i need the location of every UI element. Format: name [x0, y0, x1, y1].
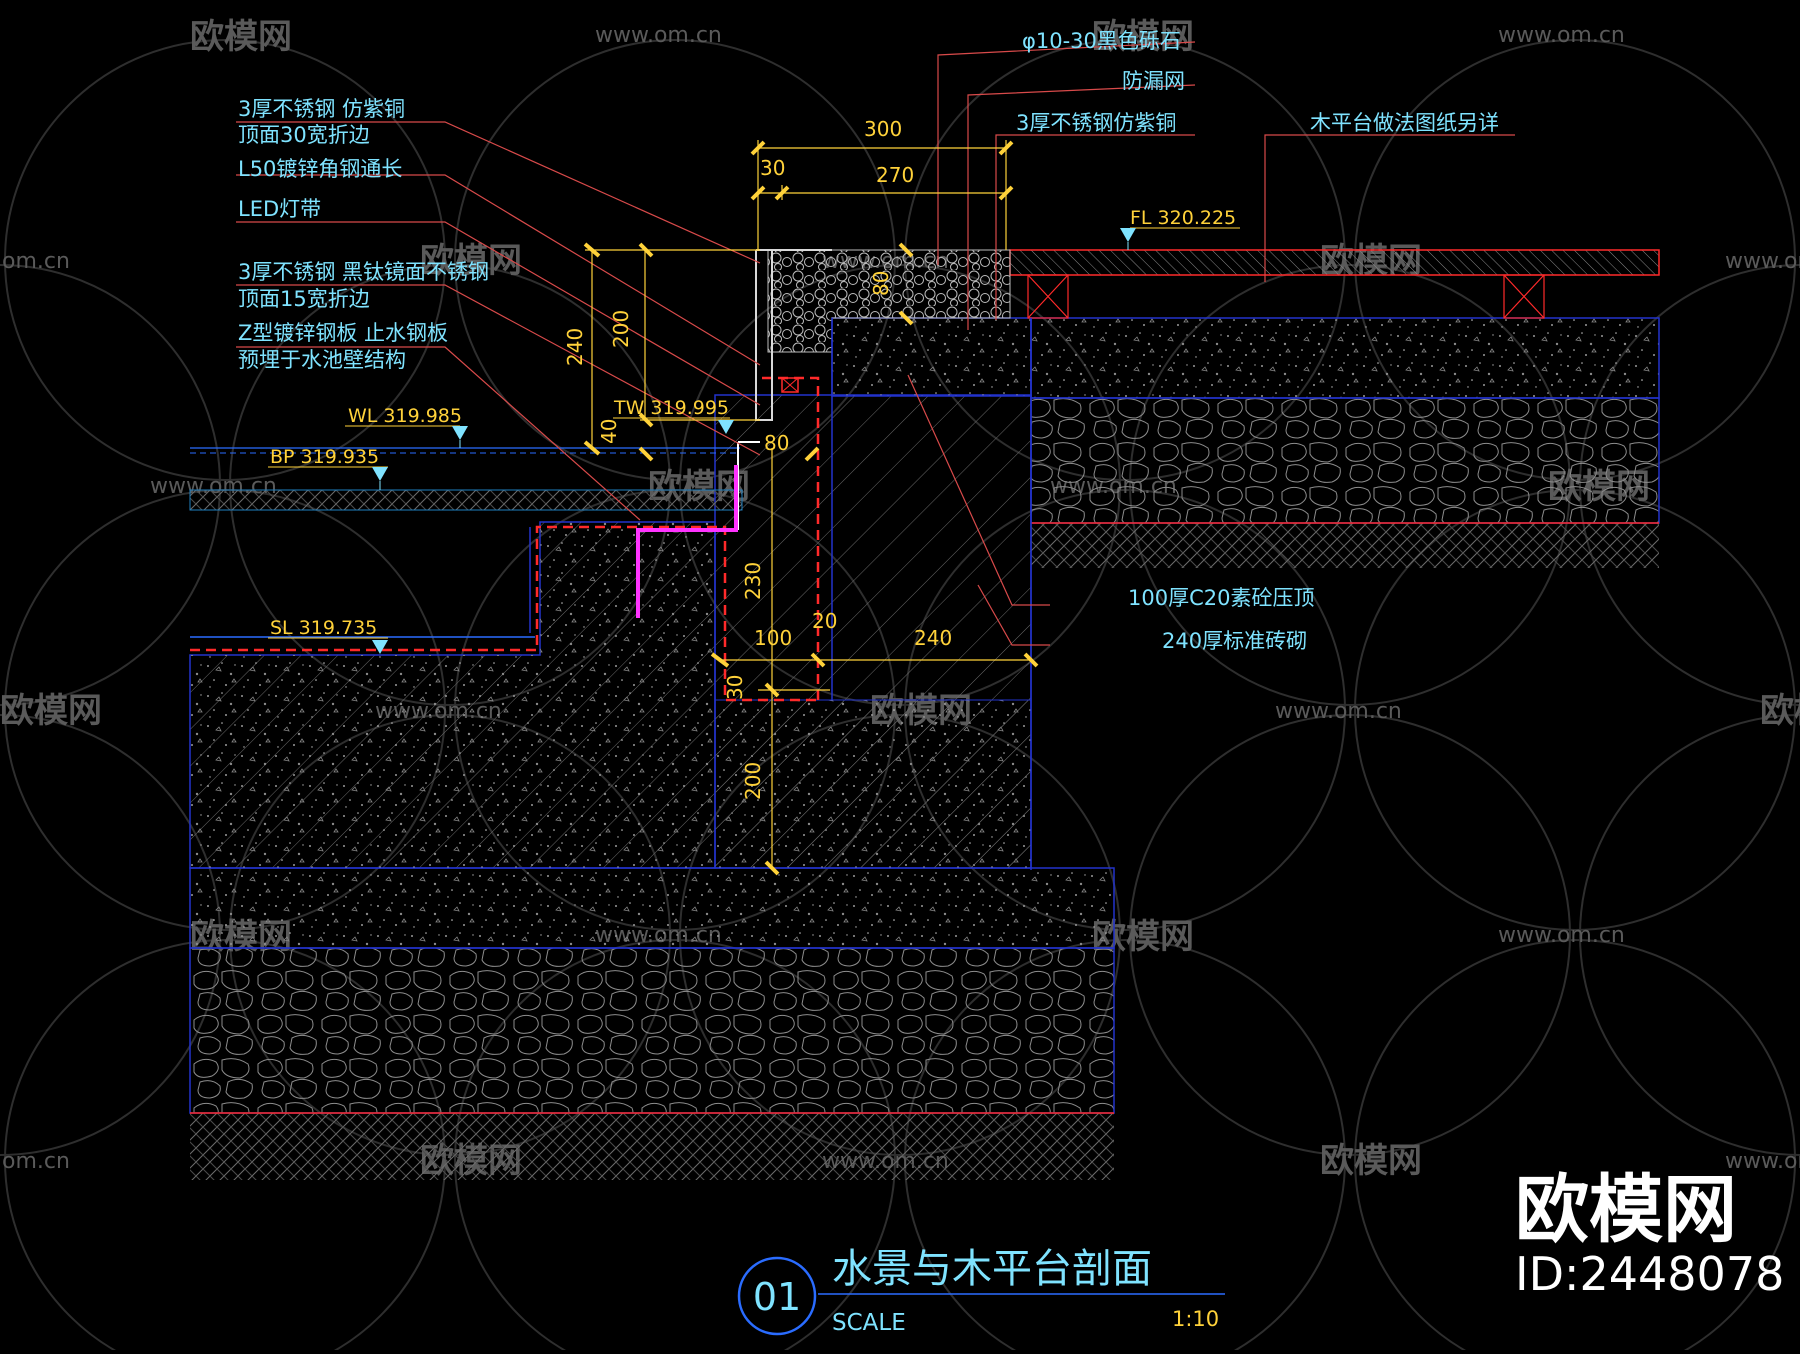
- watermark-brand: 欧模网: [420, 241, 522, 281]
- watermark-url: www.om.cn: [1725, 1149, 1800, 1174]
- leader-lines: [236, 41, 1515, 646]
- level-fl: FL 320.225: [1120, 207, 1240, 250]
- foundation-slab: [189, 867, 1115, 949]
- note-copper-fold: 顶面30宽折边: [238, 123, 370, 147]
- title-block: 01 水景与木平台剖面 SCALE 1:10: [737, 1246, 1225, 1336]
- deck-joists: [1027, 274, 1545, 319]
- watermark-url: om.cn: [2, 1149, 70, 1174]
- watermark-brand: 欧模网: [1320, 1141, 1422, 1181]
- dim-200-low: 200: [741, 762, 765, 800]
- pool-bottom-finish: [189, 489, 743, 511]
- watermark-url: www.om.cn: [1275, 699, 1402, 724]
- level-markers: WL 319.985 BP 319.935 SL 319.735 TW 319.…: [268, 207, 1240, 654]
- watermark-url: om.cn: [2, 249, 70, 274]
- level-wl: WL 319.985: [345, 405, 468, 448]
- note-deck-ref: 木平台做法图纸另详: [1310, 111, 1499, 135]
- corner-id: ID:2448078: [1515, 1247, 1784, 1301]
- watermark-url: www.om.cn: [595, 23, 722, 48]
- deck-concrete: [1030, 317, 1660, 399]
- dim-20: 20: [812, 609, 837, 633]
- rubble-base: [189, 947, 1115, 1114]
- watermark-url: www.om.cn: [1725, 249, 1800, 274]
- left-annotations: 3厚不锈钢 仿紫铜 顶面30宽折边 L50镀锌角钢通长 LED灯带 3厚不锈钢 …: [238, 97, 489, 372]
- watermark-brand: 欧模网: [190, 17, 292, 57]
- note-copper-steel-right: 3厚不锈钢仿紫铜: [1016, 111, 1176, 135]
- right-annotations: φ10-30黑色砾石 防漏网 3厚不锈钢仿紫铜 木平台做法图纸另详 100厚C2…: [1016, 29, 1499, 653]
- level-wl-label: WL 319.985: [348, 405, 462, 427]
- dim-240-wall: 240: [914, 626, 952, 650]
- level-fl-label: FL 320.225: [1130, 207, 1236, 229]
- note-leak-mesh: 防漏网: [1122, 69, 1185, 93]
- corner-watermark: 欧模网 ID:2448078: [1515, 1167, 1784, 1301]
- note-z-plate-embed: 预埋于水池壁结构: [238, 348, 406, 372]
- level-tw-label: TW 319.995: [613, 397, 729, 419]
- steel-edge-profile: [755, 250, 773, 421]
- earth-fill: [190, 1113, 1114, 1180]
- level-sl-label: SL 319.735: [270, 617, 377, 639]
- wall-cap: [831, 317, 1032, 397]
- watermark-url: www.om.cn: [1498, 23, 1625, 48]
- title-name: 水景与木平台剖面: [832, 1246, 1152, 1292]
- dim-30-low: 30: [723, 675, 747, 700]
- title-number-circle: [737, 1256, 817, 1336]
- note-black-steel: 3厚不锈钢 黑钛镜面不锈钢: [238, 260, 489, 284]
- watermark-url: www.om.cn: [1498, 923, 1625, 948]
- dim-240: 240: [563, 328, 587, 366]
- dim-30: 30: [760, 156, 785, 180]
- waterproof-layer: [190, 525, 818, 702]
- title-number: 01: [753, 1275, 801, 1319]
- dimension-ticks: [583, 140, 1039, 876]
- deck-rubble: [1030, 397, 1660, 524]
- dim-200: 200: [609, 310, 633, 348]
- corner-brand: 欧模网: [1515, 1167, 1737, 1253]
- note-black-fold: 顶面15宽折边: [238, 287, 370, 311]
- dim-80-top: 80: [869, 271, 893, 296]
- dim-270: 270: [876, 163, 914, 187]
- note-angle-steel: L50镀锌角钢通长: [238, 157, 402, 181]
- note-concrete-cap: 100厚C20素砼压顶: [1128, 586, 1314, 610]
- watermark-brand: 欧模网: [0, 691, 102, 731]
- level-sl: SL 319.735: [268, 617, 388, 654]
- note-z-plate: Z型镀锌钢板 止水钢板: [238, 321, 448, 345]
- water-surface: [190, 447, 740, 454]
- z-steel-plate: [636, 465, 738, 618]
- level-tw: TW 319.995: [613, 397, 734, 434]
- dim-80: 80: [764, 431, 789, 455]
- dimension-texts: 300 30 270 200 240 40 80 80 230 100 20 2…: [563, 117, 952, 800]
- dim-40: 40: [597, 419, 621, 444]
- dim-230: 230: [741, 562, 765, 600]
- dim-300: 300: [864, 117, 902, 141]
- note-brick-wall: 240厚标准砖砌: [1162, 629, 1307, 653]
- watermark-brand: 欧模网: [1092, 17, 1194, 57]
- note-copper-steel: 3厚不锈钢 仿紫铜: [238, 97, 405, 121]
- note-gravel: φ10-30黑色砾石: [1022, 29, 1181, 53]
- dim-100: 100: [754, 626, 792, 650]
- note-led-strip: LED灯带: [238, 197, 321, 221]
- scale-value: 1:10: [1172, 1307, 1219, 1331]
- level-bp-label: BP 319.935: [270, 446, 379, 468]
- wood-deck: [1009, 249, 1660, 276]
- level-bp: BP 319.935: [268, 446, 388, 490]
- section-geometry: [189, 249, 1660, 1180]
- led-strip-box: [781, 377, 799, 393]
- watermark-brand: 欧模网: [1760, 691, 1800, 731]
- scale-label: SCALE: [832, 1310, 906, 1336]
- deck-earth: [1031, 523, 1659, 568]
